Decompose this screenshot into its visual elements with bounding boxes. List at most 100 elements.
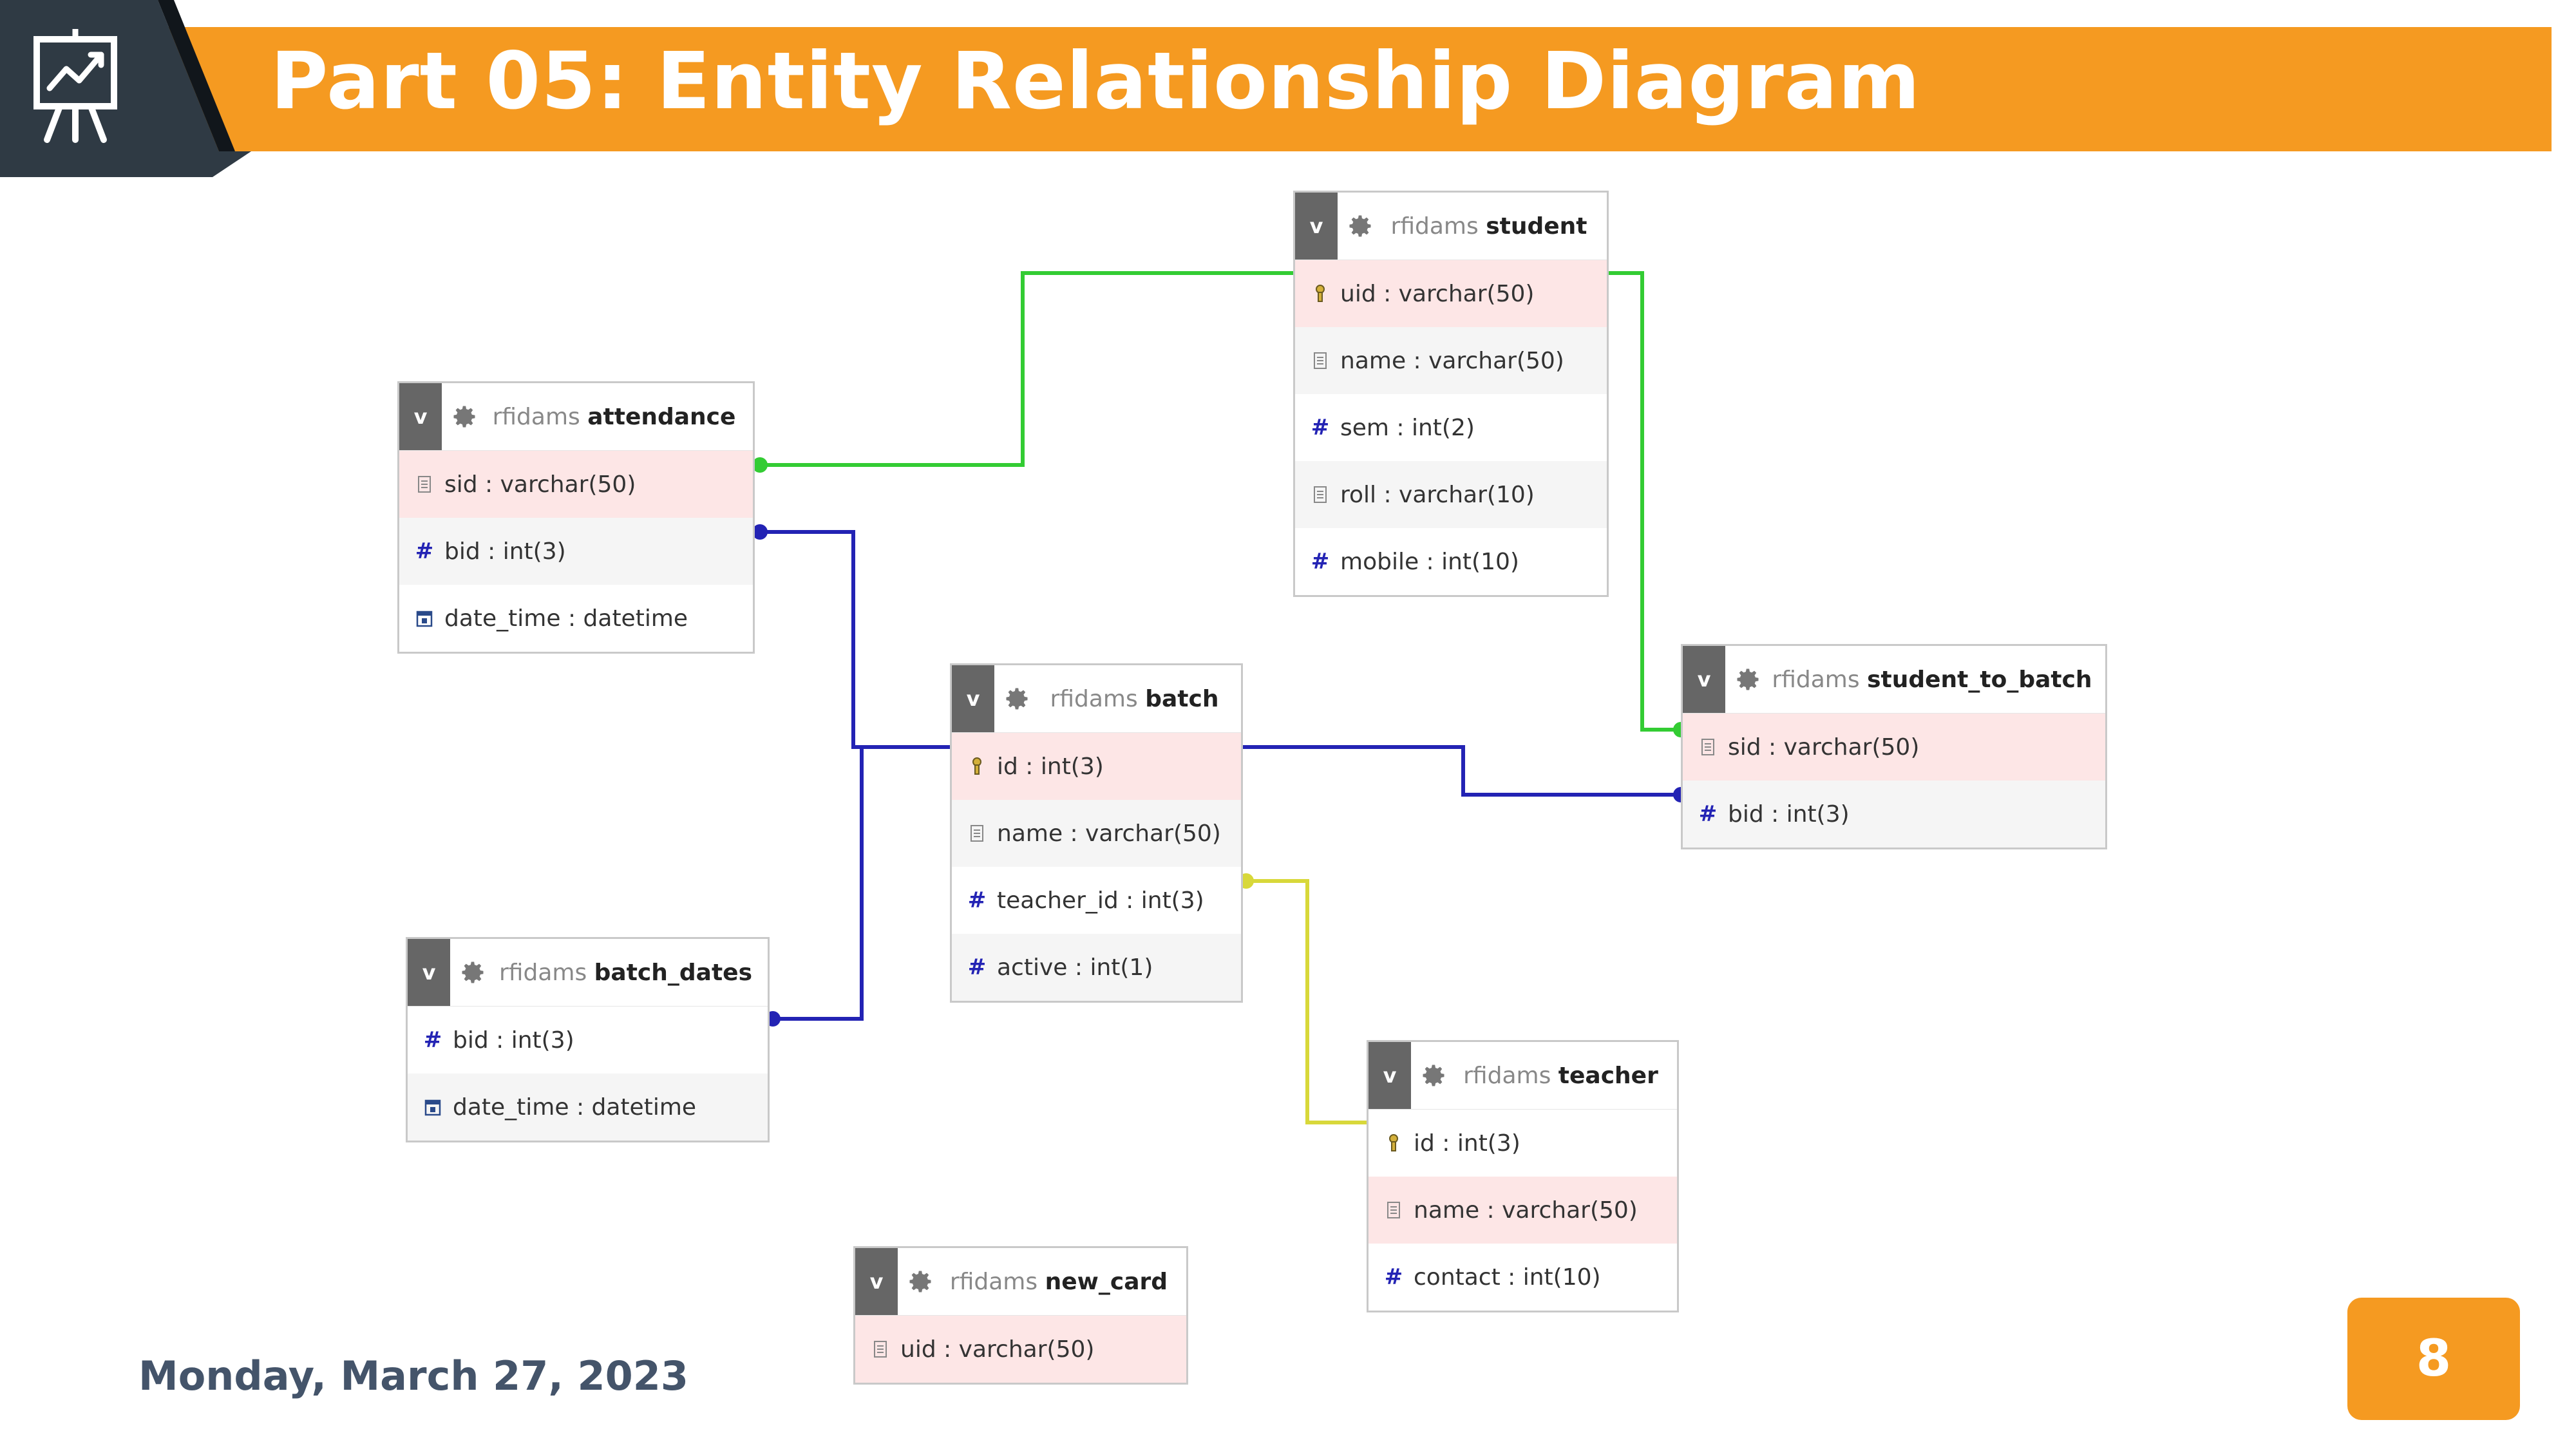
text-field-icon — [1311, 484, 1330, 506]
hash-icon: # — [423, 1027, 442, 1053]
column-row[interactable]: name : varchar(50) — [1368, 1177, 1677, 1244]
column-label: contact : int(10) — [1414, 1264, 1601, 1291]
table-batch[interactable]: v rfidams batch id : int(3) name : varch… — [950, 663, 1243, 1003]
footer-date: Monday, March 27, 2023 — [138, 1352, 689, 1399]
hash-icon: # — [415, 538, 434, 564]
page-number-badge: 8 — [2347, 1298, 2520, 1420]
column-row[interactable]: name : varchar(50) — [1295, 327, 1607, 394]
table-title: rfidams teacher — [1463, 1062, 1658, 1089]
header-dark-tab — [0, 0, 251, 177]
collapse-toggle-button[interactable]: v — [1683, 646, 1725, 713]
column-row[interactable]: name : varchar(50) — [952, 800, 1241, 867]
table-attendance[interactable]: v rfidams attendance sid : varchar(50) #… — [397, 381, 755, 654]
column-row[interactable]: uid : varchar(50) — [1295, 260, 1607, 327]
hash-icon: # — [1698, 801, 1718, 827]
column-row[interactable]: date_time : datetime — [408, 1074, 768, 1141]
collapse-toggle-button[interactable]: v — [399, 383, 442, 450]
hash-icon: # — [967, 887, 987, 913]
key-icon — [1311, 283, 1330, 305]
header-tab-edge — [158, 0, 235, 151]
column-label: date_time : datetime — [453, 1094, 697, 1121]
column-label: name : varchar(50) — [1340, 347, 1564, 374]
gear-icon[interactable] — [1411, 1042, 1456, 1109]
column-label: uid : varchar(50) — [1340, 280, 1535, 307]
page-number: 8 — [2416, 1330, 2452, 1388]
column-row[interactable]: sid : varchar(50) — [1683, 714, 2105, 781]
text-field-icon — [1384, 1199, 1403, 1221]
table-student-to-batch[interactable]: v rfidams student_to_batch sid : varchar… — [1681, 644, 2107, 849]
text-field-icon — [415, 473, 434, 495]
link-batch-dates-batch — [773, 745, 950, 1021]
title-bar — [161, 27, 2552, 151]
column-label: name : varchar(50) — [1414, 1197, 1638, 1224]
table-header: v rfidams batch_dates — [408, 939, 768, 1007]
link-attendance-batch — [760, 530, 950, 749]
gear-icon[interactable] — [442, 383, 487, 450]
column-label: id : int(3) — [997, 753, 1104, 780]
column-label: id : int(3) — [1414, 1130, 1520, 1157]
table-header: v rfidams batch — [952, 665, 1241, 733]
gear-icon[interactable] — [1725, 646, 1770, 713]
column-label: bid : int(3) — [444, 538, 566, 565]
text-field-icon — [1311, 350, 1330, 372]
column-row[interactable]: id : int(3) — [952, 733, 1241, 800]
table-header: v rfidams student — [1295, 193, 1607, 260]
column-row[interactable]: sid : varchar(50) — [399, 451, 753, 518]
hash-icon: # — [1311, 415, 1330, 440]
column-row[interactable]: # bid : int(3) — [408, 1007, 768, 1074]
hash-icon: # — [967, 954, 987, 980]
collapse-toggle-button[interactable]: v — [1295, 193, 1338, 260]
link-attendance-student — [760, 271, 1298, 467]
table-student[interactable]: v rfidams student uid : varchar(50) name… — [1293, 191, 1609, 597]
table-title: rfidams batch_dates — [498, 959, 753, 986]
column-row[interactable]: date_time : datetime — [399, 585, 753, 652]
header-band — [0, 0, 2552, 177]
column-row[interactable]: #teacher_id : int(3) — [952, 867, 1241, 934]
hash-icon: # — [1384, 1264, 1403, 1290]
table-header: v rfidams new_card — [855, 1248, 1186, 1316]
link-student-student-to-batch — [1609, 271, 1681, 732]
key-icon — [967, 755, 987, 777]
column-row[interactable]: id : int(3) — [1368, 1110, 1677, 1177]
table-title: rfidams batch — [1050, 685, 1219, 712]
gear-icon[interactable] — [1338, 193, 1383, 260]
column-label: sid : varchar(50) — [1728, 734, 1920, 761]
column-label: date_time : datetime — [444, 605, 688, 632]
collapse-toggle-button[interactable]: v — [1368, 1042, 1411, 1109]
column-label: roll : varchar(10) — [1340, 481, 1535, 508]
column-row[interactable]: roll : varchar(10) — [1295, 461, 1607, 528]
collapse-toggle-button[interactable]: v — [408, 939, 450, 1006]
text-field-icon — [1698, 736, 1718, 758]
column-row[interactable]: # bid : int(3) — [399, 518, 753, 585]
table-header: v rfidams attendance — [399, 383, 753, 451]
column-label: bid : int(3) — [453, 1027, 574, 1054]
table-title: rfidams attendance — [492, 403, 736, 430]
text-field-icon — [871, 1338, 890, 1360]
table-title: rfidams student_to_batch — [1772, 666, 2092, 693]
table-teacher[interactable]: v rfidams teacher id : int(3) name : var… — [1367, 1040, 1679, 1312]
column-row[interactable]: uid : varchar(50) — [855, 1316, 1186, 1383]
column-label: bid : int(3) — [1728, 800, 1850, 828]
column-label: mobile : int(10) — [1340, 548, 1519, 575]
calendar-icon — [423, 1096, 442, 1118]
collapse-toggle-button[interactable]: v — [855, 1248, 898, 1315]
link-batch-student-to-batch — [1243, 745, 1681, 797]
collapse-toggle-button[interactable]: v — [952, 665, 994, 732]
table-header: v rfidams teacher — [1368, 1042, 1677, 1110]
table-batch-dates[interactable]: v rfidams batch_dates # bid : int(3) date… — [406, 937, 770, 1142]
column-label: sid : varchar(50) — [444, 471, 636, 498]
column-label: uid : varchar(50) — [900, 1336, 1095, 1363]
column-row[interactable]: #active : int(1) — [952, 934, 1241, 1001]
column-row[interactable]: # bid : int(3) — [1683, 781, 2105, 848]
gear-icon[interactable] — [898, 1248, 943, 1315]
page-title: Part 05: Entity Relationship Diagram — [270, 35, 1921, 127]
link-end-dot — [752, 457, 768, 473]
column-row[interactable]: # contact : int(10) — [1368, 1244, 1677, 1311]
column-row[interactable]: #sem : int(2) — [1295, 394, 1607, 461]
gear-icon[interactable] — [994, 665, 1039, 732]
column-row[interactable]: #mobile : int(10) — [1295, 528, 1607, 595]
gear-icon[interactable] — [450, 939, 495, 1006]
table-new-card[interactable]: v rfidams new_card uid : varchar(50) — [853, 1246, 1188, 1385]
